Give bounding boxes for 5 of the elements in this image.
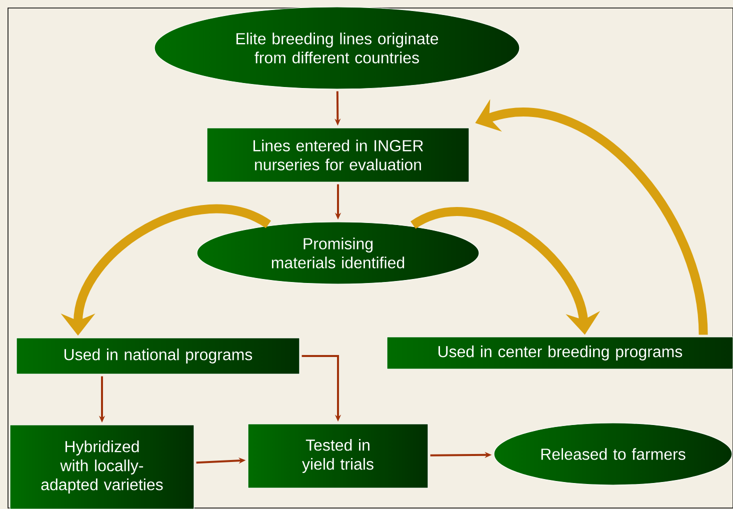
- process-box: Tested in yield trials: [248, 424, 428, 488]
- process-box: Lines entered in INGER nurseries for evaluation: [206, 128, 470, 182]
- process-box: Used in center breeding programs: [386, 336, 733, 370]
- process-box: Used in national programs: [16, 338, 300, 374]
- process-box: Hybridized with locally-adapted varieties: [10, 424, 194, 509]
